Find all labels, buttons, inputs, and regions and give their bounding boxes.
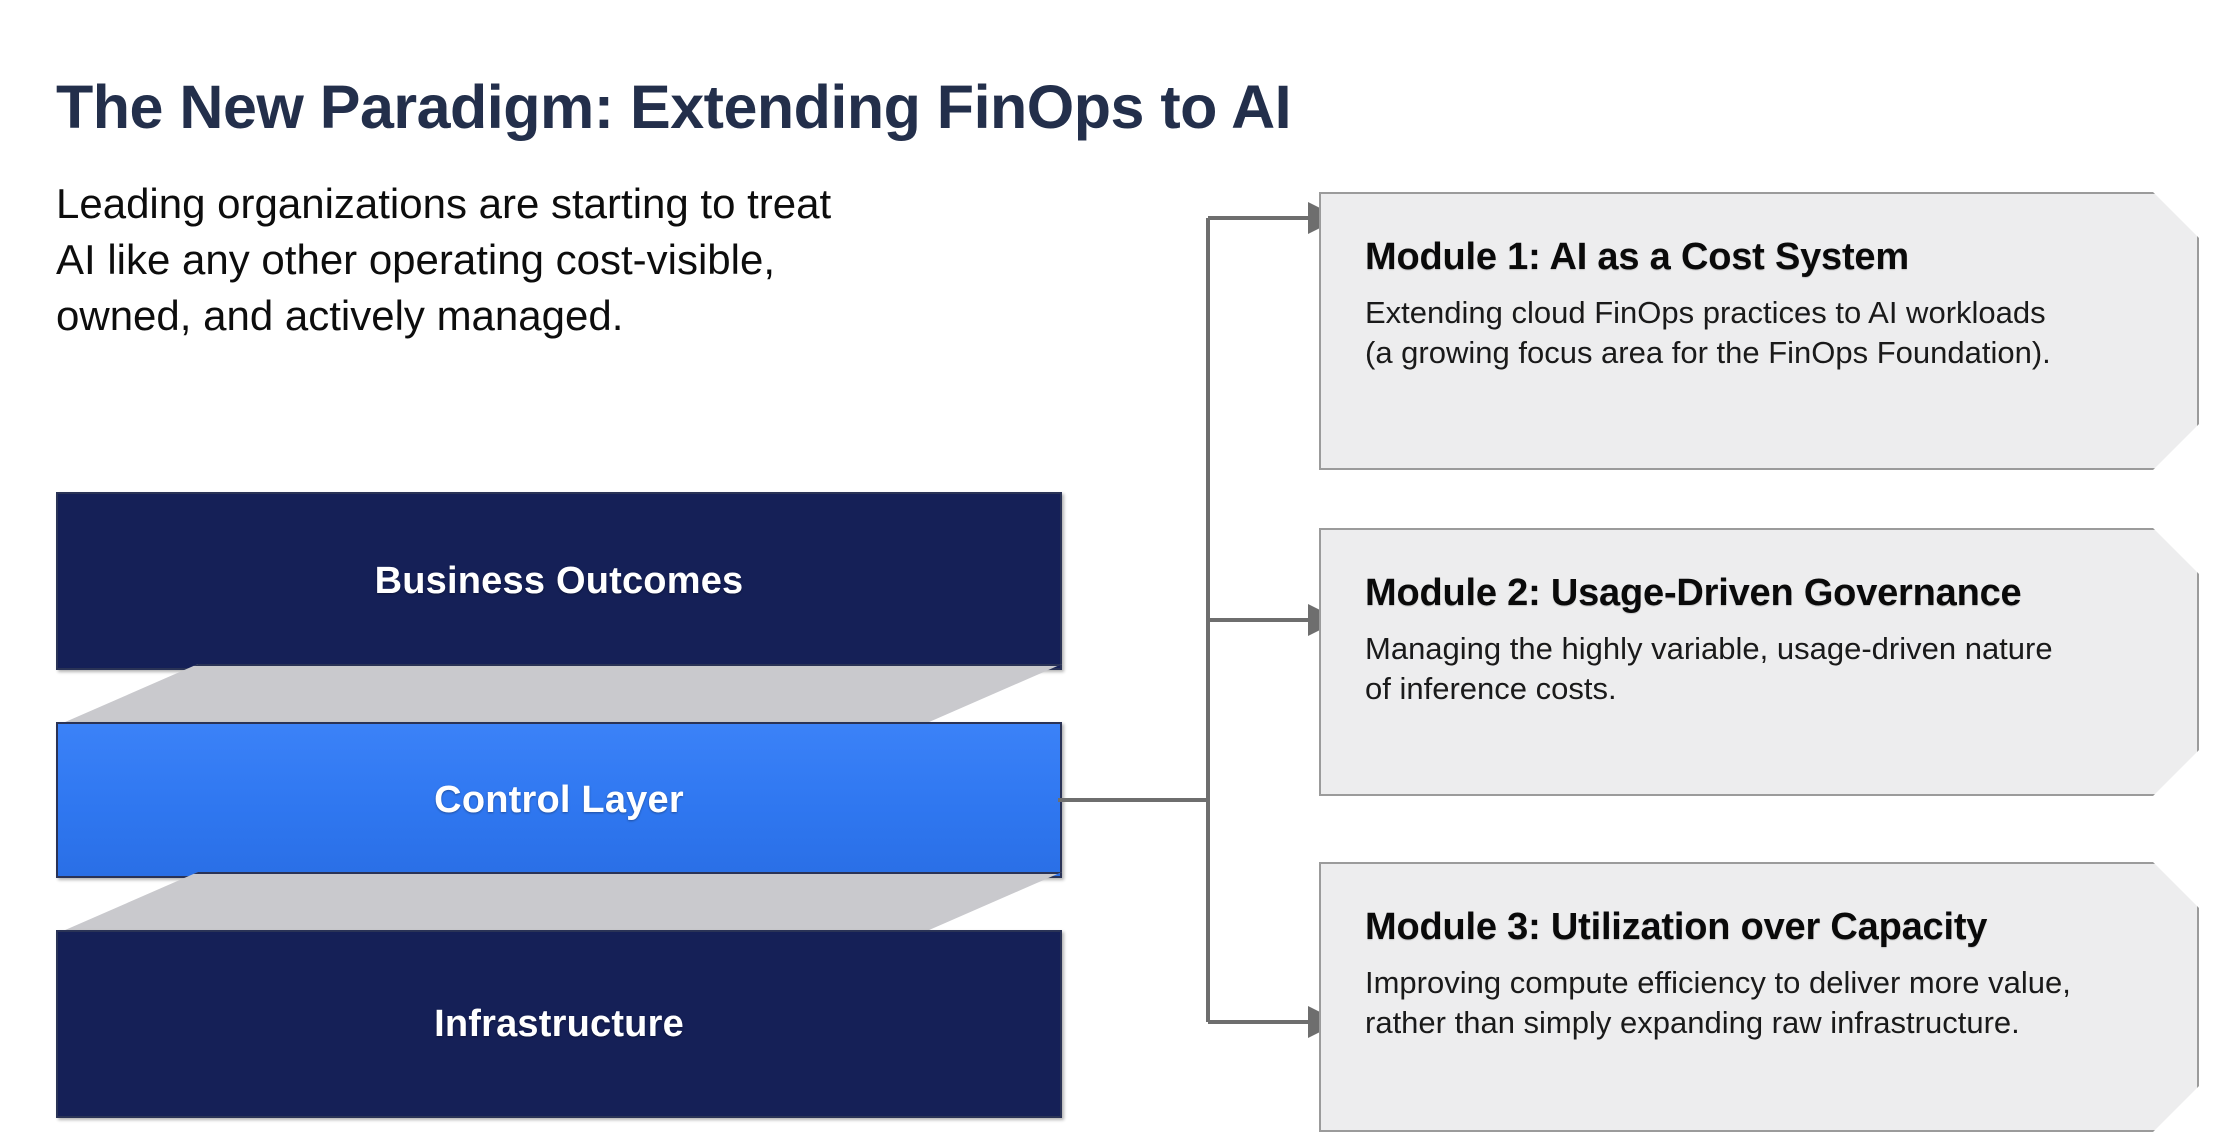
module-card-3-body: Improving compute efficiency to deliver … [1365,963,2153,1044]
stack-layer-label: Business Outcomes [374,559,744,602]
module-card-2-body: Managing the highly variable, usage-driv… [1365,629,2153,710]
module-card-2[interactable]: Module 2: Usage-Driven Governance Managi… [1319,528,2199,796]
module-card-1-body-line-2: (a growing focus area for the FinOps Fou… [1365,335,2051,371]
module-card-3-body-line-1: Improving compute efficiency to deliver … [1365,965,2071,1000]
module-card-3-heading: Module 3: Utilization over Capacity [1365,906,1988,948]
module-card-1-body-line-1: Extending cloud FinOps practices to AI w… [1365,295,2046,330]
stack-layer-label: Infrastructure [434,1002,684,1045]
page-subtitle: Leading organizations are starting to tr… [56,176,1086,344]
page-subtitle-line-3: owned, and actively managed. [56,291,624,339]
module-card-1-heading: Module 1: AI as a Cost System [1365,236,1909,278]
stack-layer-business-outcomes[interactable]: Business Outcomes [56,492,1062,670]
stack-layer-control[interactable]: Control Layer [56,722,1062,878]
stack-layer-base-business-outcomes [56,664,1062,726]
layer-stack-diagram: Business Outcomes Control Layer Infrastr… [56,492,1062,1118]
module-card-1[interactable]: Module 1: AI as a Cost System Extending … [1319,192,2199,470]
stack-layer-base-control [56,872,1062,934]
stack-layer-infrastructure[interactable]: Infrastructure [56,930,1062,1118]
module-card-2-body-line-2: of inference costs. [1365,671,1617,707]
page-subtitle-line-1: Leading organizations are starting to tr… [56,180,832,227]
page-title: The New Paradigm: Extending FinOps to AI [56,72,1292,141]
module-card-1-body: Extending cloud FinOps practices to AI w… [1365,293,2153,374]
module-card-2-heading: Module 2: Usage-Driven Governance [1365,572,2022,614]
page-subtitle-line-2: AI like any other operating cost-visible… [56,235,776,283]
module-card-3-body-line-2: rather than simply expanding raw infrast… [1365,1005,2020,1041]
module-card-3[interactable]: Module 3: Utilization over Capacity Impr… [1319,862,2199,1132]
stack-layer-label: Control Layer [434,778,684,821]
module-card-2-body-line-1: Managing the highly variable, usage-driv… [1365,631,2053,666]
